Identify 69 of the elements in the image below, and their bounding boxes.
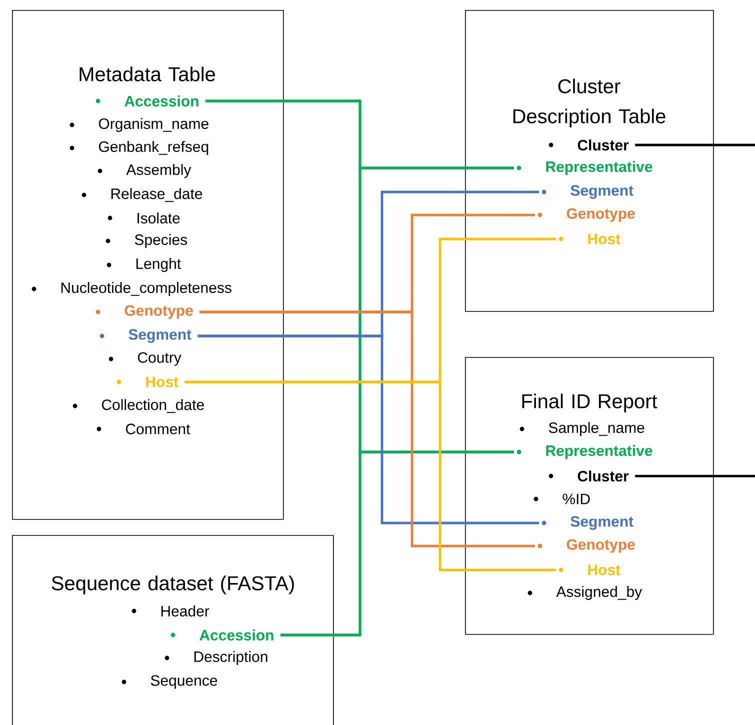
node-label: Representative (546, 445, 652, 459)
node-label: Description (194, 651, 268, 665)
field-item: Species (106, 234, 187, 248)
node-label: Host (588, 234, 620, 244)
field-item: Organism_name (70, 118, 208, 132)
node-label: Segment (128, 329, 192, 343)
node-label: Release_date (111, 188, 202, 202)
node-label: Header (161, 605, 210, 616)
node-label: Genotype (566, 539, 635, 553)
field-item: Genbank_refseq (70, 141, 208, 155)
node-label: Accession (200, 629, 274, 640)
field-item: Assembly (98, 164, 192, 178)
node-label: Segment (570, 185, 634, 199)
field-item: Genotype (96, 305, 193, 319)
field-item: Segment (542, 185, 634, 199)
field-item: Representative (516, 161, 652, 175)
field-item: Comment (96, 424, 190, 434)
field-item: Host (116, 376, 178, 388)
node-label: Lenght (136, 258, 181, 272)
node-label: Cluster (578, 470, 629, 482)
field-item: Sample_name (520, 422, 644, 436)
field-item: Host (558, 564, 620, 576)
node-label: Coutry (138, 352, 182, 366)
node-label: Genotype (124, 305, 193, 319)
field-item: Genotype (538, 208, 635, 222)
node-label: Sample_name (548, 422, 644, 436)
node-label: Collection_date (102, 399, 204, 413)
node-label: Genbank_refseq (98, 141, 208, 155)
field-item: Description (164, 651, 268, 665)
node-label: Assembly (126, 164, 192, 178)
field-item: Header (132, 606, 210, 616)
node-label: Genotype (566, 208, 635, 222)
field-item: Lenght (106, 258, 181, 272)
field-item: Nucleotide_completeness (32, 282, 232, 296)
node-label: Segment (570, 516, 634, 530)
field-item: Host (558, 234, 620, 244)
field-item: Coutry (108, 352, 182, 366)
field-item: Isolate (108, 212, 180, 224)
node-label: Isolate (138, 212, 180, 224)
connector-line (635, 144, 755, 146)
node-label: Cluster (578, 139, 629, 150)
field-item: Genotype (538, 539, 635, 553)
node-label: Sequence (150, 675, 218, 689)
field-item: Sequence (122, 675, 218, 689)
field-item: Cluster (548, 470, 629, 482)
field-item: Accession (96, 96, 198, 106)
node-label: Organism_name (98, 118, 208, 132)
field-item: Segment (100, 329, 192, 343)
node-label: Species (134, 234, 188, 248)
connector-line (200, 310, 535, 548)
connector-line (635, 474, 755, 478)
field-item: Cluster (548, 140, 629, 150)
field-item: Assigned_by (528, 586, 642, 600)
connector-line (184, 380, 556, 572)
field-item: Release_date (82, 188, 202, 202)
field-item: %ID (534, 494, 590, 504)
node-label: Assigned_by (556, 586, 642, 600)
connector-line (280, 450, 514, 636)
node-label: %ID (562, 494, 590, 504)
node-label: Accession (124, 95, 198, 106)
node-label: Representative (546, 161, 652, 175)
field-item: Accession (170, 629, 274, 640)
node-label: Host (588, 564, 620, 576)
node-label: Host (146, 376, 178, 388)
connector-line (198, 334, 539, 524)
field-item: Representative (516, 445, 652, 459)
field-item: Segment (542, 516, 634, 530)
node-label: Comment (126, 424, 190, 434)
field-item: Collection_date (72, 399, 204, 413)
